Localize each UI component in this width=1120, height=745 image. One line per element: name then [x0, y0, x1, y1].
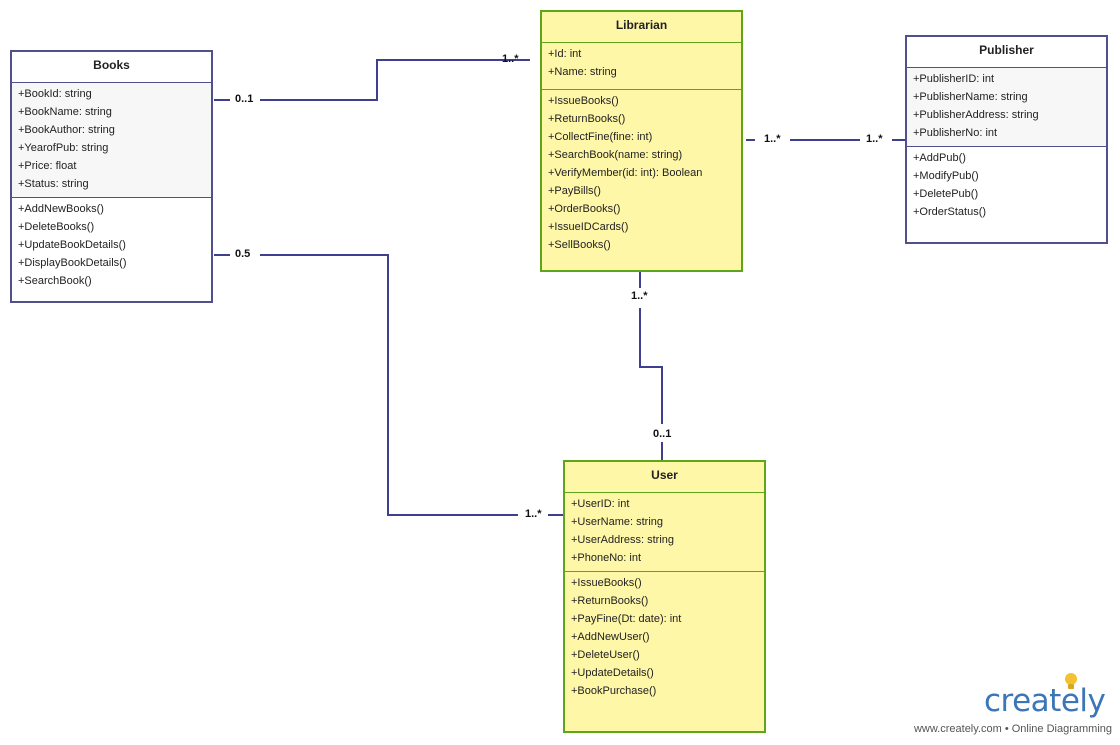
publisher-method: +DeletePub(): [913, 188, 979, 200]
creately-logo: creately: [984, 684, 1114, 718]
user-method: +AddNewUser(): [571, 631, 650, 643]
books-attribute: +YearofPub: string: [18, 142, 109, 154]
class-publisher[interactable]: Publisher +PublisherID: int +PublisherNa…: [905, 35, 1108, 244]
class-librarian-methods: +IssueBooks() +ReturnBooks() +CollectFin…: [542, 89, 741, 258]
class-librarian-title: Librarian: [542, 12, 741, 43]
librarian-method: +IssueIDCards(): [548, 221, 629, 233]
class-librarian[interactable]: Librarian +Id: int +Name: string +IssueB…: [540, 10, 743, 272]
books-attribute: +Price: float: [18, 160, 77, 172]
librarian-method: +IssueBooks(): [548, 95, 619, 107]
mult-librarian-publisher-from: 1..*: [764, 133, 781, 145]
user-method: +UpdateDetails(): [571, 667, 654, 679]
user-attribute: +UserAddress: string: [571, 534, 675, 546]
creately-tagline: www.creately.com • Online Diagramming: [913, 723, 1112, 735]
books-method: +DeleteBooks(): [18, 221, 95, 233]
librarian-method: +PayBills(): [548, 185, 601, 197]
association-librarian-user-mid[interactable]: [639, 308, 663, 424]
class-user-methods: +IssueBooks() +ReturnBooks() +PayFine(Dt…: [565, 571, 764, 704]
books-method: +UpdateBookDetails(): [18, 239, 126, 251]
class-user[interactable]: User +UserID: int +UserName: string +Use…: [563, 460, 766, 733]
user-attribute: +UserName: string: [571, 516, 664, 528]
mult-books-librarian-to: 1..*: [502, 53, 519, 65]
user-method: +ReturnBooks(): [571, 595, 649, 607]
librarian-attribute: +Id: int: [548, 48, 582, 60]
class-publisher-attributes: +PublisherID: int +PublisherName: string…: [907, 68, 1106, 146]
librarian-method: +CollectFine(fine: int): [548, 131, 653, 143]
mult-books-librarian-from: 0..1: [235, 93, 254, 105]
class-books-methods: +AddNewBooks() +DeleteBooks() +UpdateBoo…: [12, 197, 211, 294]
user-method: +DeleteUser(): [571, 649, 640, 661]
user-attribute: +PhoneNo: int: [571, 552, 642, 564]
publisher-method: +OrderStatus(): [913, 206, 987, 218]
lightbulb-icon: [1065, 673, 1077, 689]
class-books-attributes: +BookId: string +BookName: string +BookA…: [12, 83, 211, 197]
user-method: +IssueBooks(): [571, 577, 642, 589]
mult-books-user-to: 1..*: [525, 508, 542, 520]
books-method: +SearchBook(): [18, 275, 92, 287]
librarian-method: +ReturnBooks(): [548, 113, 626, 125]
publisher-method: +ModifyPub(): [913, 170, 979, 182]
mult-librarian-user-to: 0..1: [653, 428, 672, 440]
books-attribute: +BookAuthor: string: [18, 124, 115, 136]
mult-librarian-publisher-to: 1..*: [866, 133, 883, 145]
publisher-attribute: +PublisherName: string: [913, 91, 1028, 103]
class-publisher-title: Publisher: [907, 37, 1106, 68]
publisher-attribute: +PublisherID: int: [913, 73, 995, 85]
books-method: +DisplayBookDetails(): [18, 257, 127, 269]
user-method: +BookPurchase(): [571, 685, 657, 697]
publisher-attribute: +PublisherAddress: string: [913, 109, 1039, 121]
books-attribute: +BookId: string: [18, 88, 92, 100]
librarian-attribute: +Name: string: [548, 66, 617, 78]
publisher-method: +AddPub(): [913, 152, 966, 164]
class-publisher-methods: +AddPub() +ModifyPub() +DeletePub() +Ord…: [907, 146, 1106, 225]
association-books-librarian[interactable]: [260, 59, 530, 101]
books-attribute: +BookName: string: [18, 106, 112, 118]
creately-logo-text: creately: [984, 683, 1106, 719]
mult-librarian-user-from: 1..*: [631, 290, 648, 302]
books-method: +AddNewBooks(): [18, 203, 104, 215]
association-books-user[interactable]: [260, 254, 518, 516]
class-books[interactable]: Books +BookId: string +BookName: string …: [10, 50, 213, 303]
librarian-method: +VerifyMember(id: int): Boolean: [548, 167, 703, 179]
books-attribute: +Status: string: [18, 178, 89, 190]
class-books-title: Books: [12, 52, 211, 83]
class-user-attributes: +UserID: int +UserName: string +UserAddr…: [565, 493, 764, 571]
user-attribute: +UserID: int: [571, 498, 630, 510]
class-librarian-attributes: +Id: int +Name: string: [542, 43, 741, 89]
publisher-attribute: +PublisherNo: int: [913, 127, 998, 139]
mult-books-user-from: 0.5: [235, 248, 251, 260]
librarian-method: +OrderBooks(): [548, 203, 621, 215]
librarian-method: +SellBooks(): [548, 239, 611, 251]
user-method: +PayFine(Dt: date): int: [571, 613, 682, 625]
librarian-method: +SearchBook(name: string): [548, 149, 683, 161]
class-user-title: User: [565, 462, 764, 493]
